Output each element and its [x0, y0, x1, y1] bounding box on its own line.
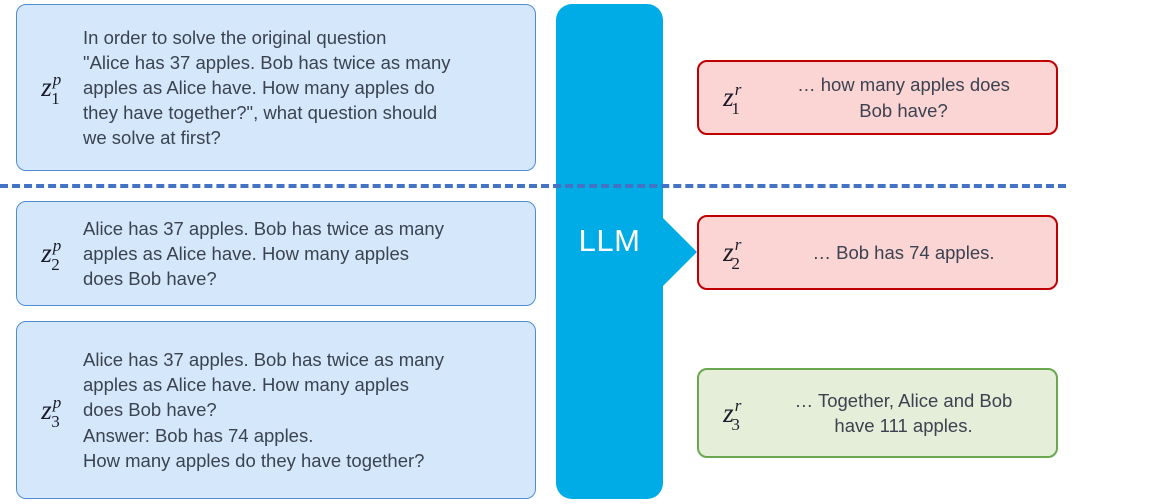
stage-divider	[0, 184, 1066, 188]
response-text-z3r: … Together, Alice and Bob have 111 apple…	[794, 389, 1013, 436]
z-base: z	[41, 72, 52, 102]
z-subscript: 2	[51, 255, 60, 274]
z-superscript: r	[734, 80, 742, 99]
right-arrow-icon	[661, 216, 697, 288]
z-superscript: p	[52, 392, 62, 412]
response-box-z3r[interactable]: zr3 … Together, Alice and Bob have 111 a…	[697, 368, 1058, 458]
response-text-z1r: … how many apples does Bob have?	[797, 74, 1010, 121]
response-box-z1r[interactable]: zr1 … how many apples does Bob have?	[697, 60, 1058, 135]
z-base: z	[723, 237, 734, 267]
prompt-box-z2p[interactable]: zp2 Alice has 37 apples. Bob has twice a…	[16, 201, 536, 306]
prompt-label-z3p: zp3	[27, 394, 83, 430]
z-superscript: p	[52, 70, 62, 89]
prompt-text-z2p: Alice has 37 apples. Bob has twice as ma…	[83, 217, 444, 290]
z-subscript: 3	[731, 414, 740, 434]
prompt-box-z3p[interactable]: zp3 Alice has 37 apples. Bob has twice a…	[16, 321, 536, 499]
prompt-box-z1p[interactable]: zp1 In order to solve the original quest…	[16, 4, 536, 171]
response-label-z2r: zr2	[707, 236, 765, 272]
prompt-label-z2p: zp2	[27, 237, 83, 273]
response-label-z1r: zr1	[707, 81, 765, 117]
z-subscript: 3	[51, 411, 60, 431]
z-superscript: r	[734, 235, 742, 254]
response-box-z2r[interactable]: zr2 … Bob has 74 apples.	[697, 215, 1058, 290]
z-subscript: 1	[731, 99, 740, 118]
prompt-label-z1p: zp1	[27, 71, 83, 107]
response-label-z3r: zr3	[707, 397, 765, 433]
response-text-z2r: … Bob has 74 apples.	[812, 241, 995, 263]
z-base: z	[723, 397, 734, 428]
z-superscript: r	[734, 395, 742, 415]
z-superscript: p	[52, 236, 62, 255]
prompt-text-z3p: Alice has 37 apples. Bob has twice as ma…	[83, 349, 444, 471]
z-subscript: 2	[731, 254, 740, 273]
z-base: z	[41, 394, 52, 425]
llm-label: LLM	[578, 223, 641, 258]
prompt-text-z1p: In order to solve the original question …	[83, 26, 451, 149]
z-base: z	[723, 82, 734, 112]
llm-block[interactable]	[556, 4, 663, 499]
z-subscript: 1	[51, 89, 60, 108]
z-base: z	[41, 238, 52, 268]
